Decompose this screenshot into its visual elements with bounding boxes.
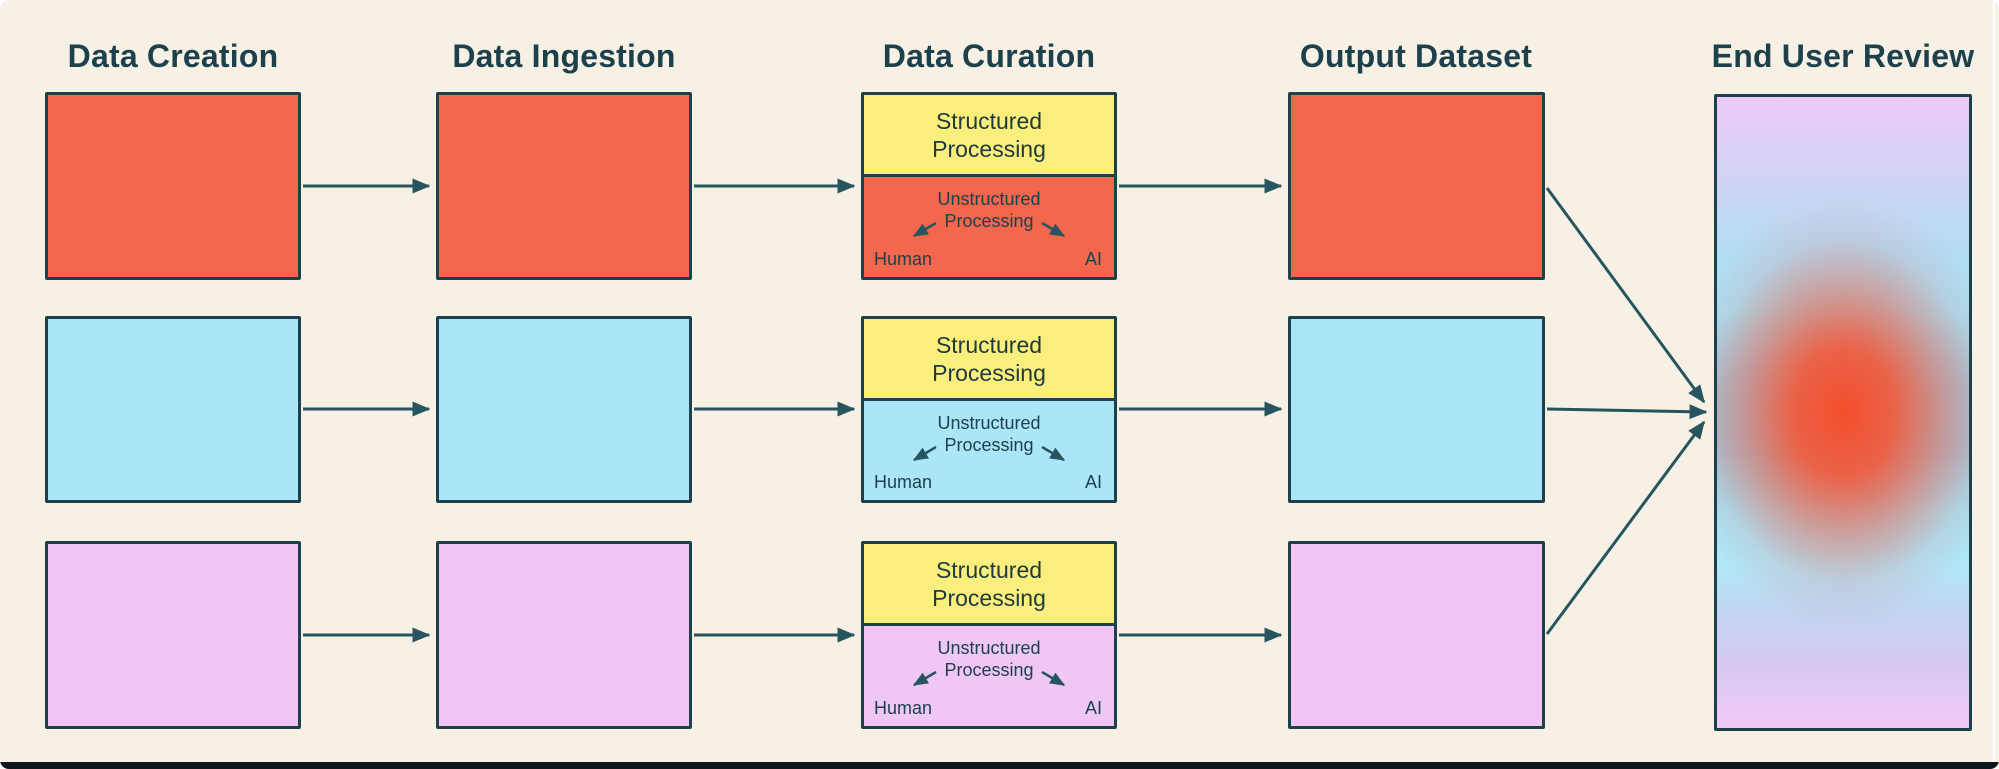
ai-label: AI xyxy=(1084,698,1102,718)
structured-processing-section: Structured Processing xyxy=(864,319,1114,401)
ai-arrow-icon xyxy=(1040,670,1065,687)
unstructured-label: Unstructured xyxy=(937,189,1041,209)
ai-label: AI xyxy=(1084,249,1102,269)
data-creation-box-row3 xyxy=(45,541,301,729)
data-curation-box-row1: Structured Processing Unstructured Proce… xyxy=(861,92,1117,280)
data-ingestion-box-row1 xyxy=(436,92,692,280)
data-curation-box-row3: Structured Processing Unstructured Proce… xyxy=(861,541,1117,729)
unstructured-label: Unstructured xyxy=(937,638,1041,658)
structured-processing-section: Structured Processing xyxy=(864,544,1114,626)
ai-label: AI xyxy=(1084,472,1102,492)
human-label: Human xyxy=(874,698,933,718)
header-data-curation: Data Curation xyxy=(882,38,1096,74)
data-ingestion-box-row2 xyxy=(436,316,692,503)
window-edge-highlight xyxy=(1993,0,1995,762)
structured-processing-label: Structured Processing xyxy=(932,331,1046,386)
unstructured-processing-section: Unstructured Processing Human AI xyxy=(864,177,1114,277)
header-end-user-review: End User Review xyxy=(1711,38,1975,74)
ai-arrow-icon xyxy=(1040,445,1065,462)
human-label: Human xyxy=(874,472,933,492)
data-ingestion-box-row3 xyxy=(436,541,692,729)
human-arrow-icon xyxy=(913,445,938,462)
output-dataset-box-row1 xyxy=(1288,92,1545,280)
data-creation-box-row1 xyxy=(45,92,301,280)
unstructured-label: Unstructured xyxy=(937,413,1041,433)
structured-processing-label: Structured Processing xyxy=(932,556,1046,611)
bottom-edge-bar xyxy=(0,762,1999,769)
unstructured-processing-section: Unstructured Processing Human AI xyxy=(864,401,1114,500)
unstructured-processing-section: Unstructured Processing Human AI xyxy=(864,626,1114,726)
data-curation-box-row2: Structured Processing Unstructured Proce… xyxy=(861,316,1117,503)
end-user-review-box xyxy=(1714,94,1972,731)
header-data-ingestion: Data Ingestion xyxy=(452,38,676,74)
structured-processing-label: Structured Processing xyxy=(932,107,1046,162)
human-arrow-icon xyxy=(913,221,938,238)
processing-label: Processing xyxy=(944,211,1034,231)
processing-label: Processing xyxy=(944,660,1034,680)
human-label: Human xyxy=(874,249,933,269)
output-dataset-box-row2 xyxy=(1288,316,1545,503)
data-creation-box-row2 xyxy=(45,316,301,503)
structured-processing-section: Structured Processing xyxy=(864,95,1114,177)
header-data-creation: Data Creation xyxy=(67,38,279,74)
output-dataset-box-row3 xyxy=(1288,541,1545,729)
ai-arrow-icon xyxy=(1040,221,1065,238)
header-output-dataset: Output Dataset xyxy=(1299,38,1533,74)
human-arrow-icon xyxy=(913,670,938,687)
processing-label: Processing xyxy=(944,435,1034,455)
